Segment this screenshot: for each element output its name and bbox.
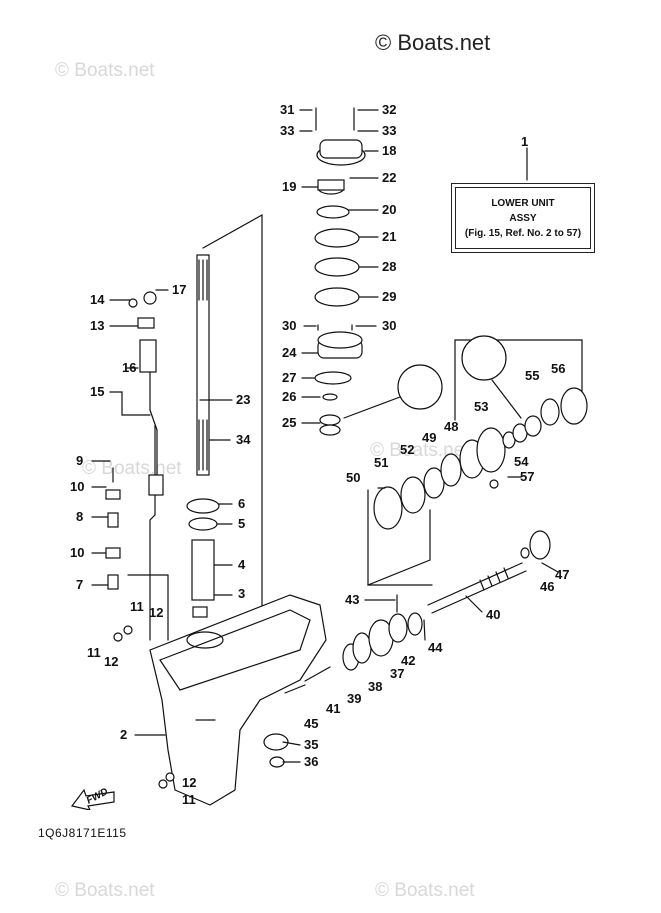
- part-number: 27: [282, 370, 296, 385]
- part-number: 17: [172, 282, 186, 297]
- lower-casing-icon: [149, 594, 327, 806]
- part-number: 48: [444, 419, 458, 434]
- part-number: 19: [282, 179, 296, 194]
- watermark: © Boats.net: [375, 880, 475, 901]
- part-number: 43: [345, 592, 359, 607]
- part-number: 30: [382, 318, 396, 333]
- driveshaft-icon: [196, 254, 210, 476]
- part-number: 51: [374, 455, 388, 470]
- part-number: 28: [382, 259, 396, 274]
- part-number: 24: [282, 345, 297, 360]
- part-number: 1: [521, 134, 528, 149]
- part-number: 30: [282, 318, 296, 333]
- part-number: 42: [401, 653, 415, 668]
- part-number: 10: [70, 545, 84, 560]
- watermark: © Boats.net: [370, 440, 470, 461]
- part-number: 22: [382, 170, 396, 185]
- part-number: 31: [280, 102, 294, 117]
- part-number: 11: [87, 645, 101, 660]
- part-number: 11: [182, 792, 196, 807]
- callout-title: LOWER UNIT: [491, 197, 555, 209]
- part-number: 45: [304, 716, 318, 731]
- part-number: 12: [182, 775, 196, 790]
- part-number: 25: [282, 415, 296, 430]
- part-number: 2: [120, 727, 127, 742]
- part-number: 12: [149, 605, 163, 620]
- callout-subtitle: ASSY: [509, 212, 537, 224]
- part-number: 40: [486, 607, 500, 622]
- part-number: 6: [238, 496, 245, 511]
- watermark: © Boats.net: [55, 880, 155, 901]
- part-number: 13: [90, 318, 104, 333]
- part-number: 18: [382, 143, 396, 158]
- part-number: 3: [238, 586, 245, 601]
- part-number: 29: [382, 289, 396, 304]
- part-number: 39: [347, 691, 361, 706]
- part-number: 21: [382, 229, 396, 244]
- part-number: 50: [346, 470, 360, 485]
- part-number: 23: [236, 392, 250, 407]
- watermark: © Boats.net: [55, 60, 155, 81]
- part-number: 56: [551, 361, 565, 376]
- part-number: 47: [555, 567, 569, 582]
- part-number: 55: [525, 368, 539, 383]
- part-number: 4: [238, 557, 246, 572]
- part-number: 9: [76, 453, 83, 468]
- part-number: 10: [70, 479, 84, 494]
- part-number: 36: [304, 754, 318, 769]
- part-number: 33: [280, 123, 294, 138]
- part-number: 16: [122, 360, 136, 375]
- part-number: 20: [382, 202, 396, 217]
- part-number: 14: [90, 292, 105, 307]
- part-number: 12: [104, 654, 118, 669]
- part-number: 35: [304, 737, 318, 752]
- part-number: 34: [236, 432, 251, 447]
- part-number: 54: [514, 454, 529, 469]
- lower-unit-callout-box: LOWER UNIT ASSY (Fig. 15, Ref. No. 2 to …: [451, 183, 595, 253]
- part-number: 5: [238, 516, 245, 531]
- part-number-labels: 1 2 3 4 5 6 7 8 9 10 10 11 11 11 11 12 1…: [70, 102, 569, 807]
- part-number: 52: [400, 442, 414, 457]
- callout-reference: (Fig. 15, Ref. No. 2 to 57): [464, 227, 582, 239]
- part-number: 8: [76, 509, 83, 524]
- part-number: 44: [428, 640, 443, 655]
- water-pump-icon: [314, 139, 366, 436]
- part-number: 11: [130, 599, 144, 614]
- part-number: 37: [390, 666, 404, 681]
- part-number: 41: [326, 701, 340, 716]
- part-number: 33: [382, 123, 396, 138]
- part-number: 46: [540, 579, 554, 594]
- drawing-code: 1Q6J8171E115: [38, 826, 127, 840]
- part-number: 38: [368, 679, 382, 694]
- brand-logo: © Boats.net: [375, 30, 491, 55]
- part-number: 26: [282, 389, 296, 404]
- part-number: 49: [422, 430, 436, 445]
- part-number: 53: [474, 399, 488, 414]
- part-number: 32: [382, 102, 396, 117]
- part-number: 57: [520, 469, 534, 484]
- fwd-arrow-icon: FWD: [70, 786, 116, 810]
- propeller-shaft-icon: [427, 562, 527, 614]
- part-number: 7: [76, 577, 83, 592]
- part-number: 15: [90, 384, 104, 399]
